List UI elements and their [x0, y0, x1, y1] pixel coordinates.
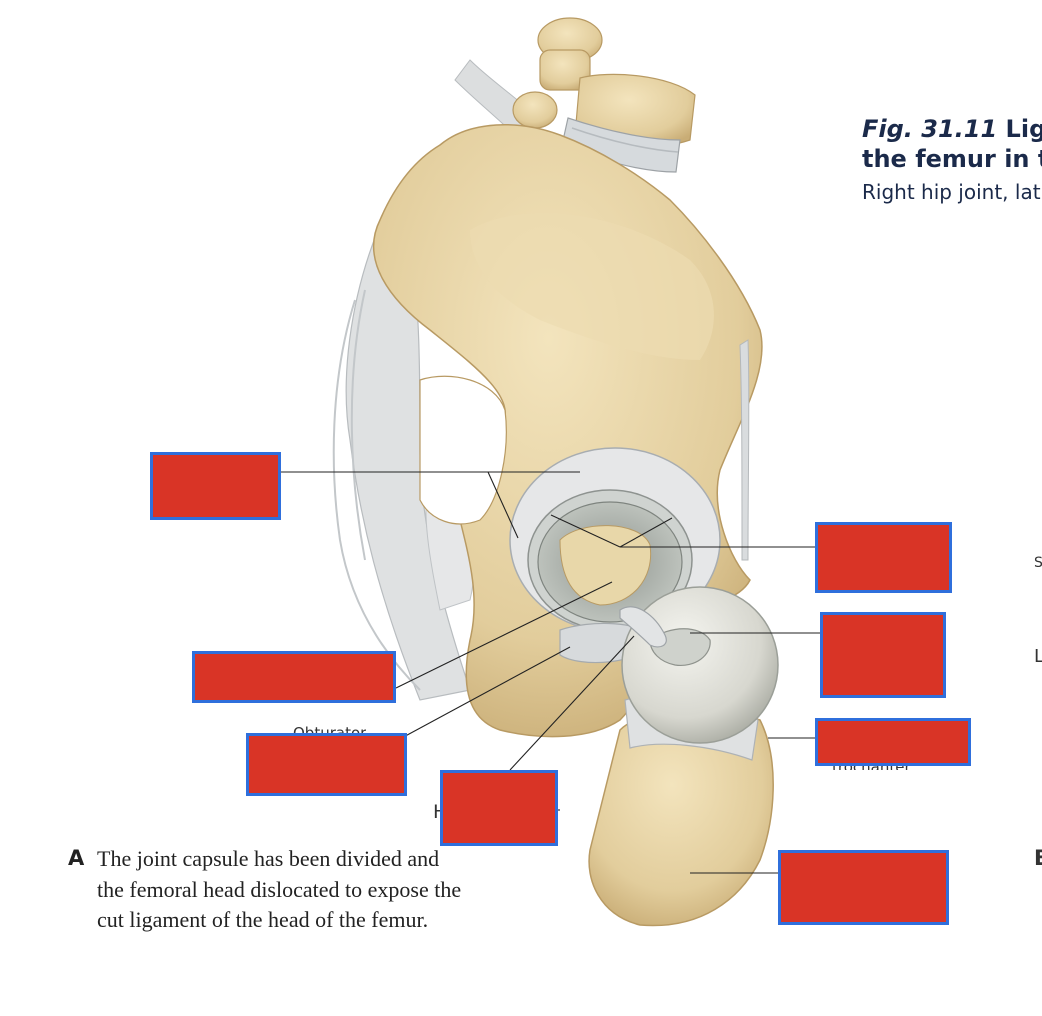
edge-letter-b: B [1034, 846, 1042, 870]
lunate-surface-box[interactable] [815, 522, 952, 593]
femur [588, 586, 779, 927]
figure-title-line2: the femur in th [862, 145, 1042, 173]
obturator-membrane-box[interactable] [246, 733, 407, 796]
obturator-foramen [419, 375, 507, 525]
caption-letter: A [68, 846, 85, 870]
acetabulum [509, 447, 721, 633]
edge-letter-l: L [1034, 646, 1042, 667]
figure-number: Fig. 31.11 [862, 115, 998, 143]
edge-letter-s: S [1034, 555, 1042, 571]
iliac-fossa-shading [470, 213, 714, 360]
acetabular-fossa-box[interactable] [820, 612, 946, 698]
ligament-of-head-of-femur [619, 606, 667, 648]
ligament-head-femur-cut-box[interactable] [192, 651, 396, 703]
figure-subtitle: Right hip joint, lat [862, 180, 1041, 204]
femur-shaft-box[interactable] [778, 850, 949, 925]
lumbar-vertebra [512, 17, 696, 173]
inguinal-ligament [739, 339, 750, 561]
femoral-head-box[interactable] [440, 770, 558, 846]
figure-title-line1: Liga [1005, 115, 1042, 143]
acetabular-labrum-box[interactable] [150, 452, 281, 520]
caption-text: The joint capsule has been divided and t… [97, 846, 462, 932]
greater-trochanter-box[interactable] [815, 718, 971, 766]
figure-title: Fig. 31.11 Liga the femur in th [862, 114, 1042, 174]
h-letter-fragment: H [433, 801, 441, 823]
leader-lines [281, 471, 820, 874]
